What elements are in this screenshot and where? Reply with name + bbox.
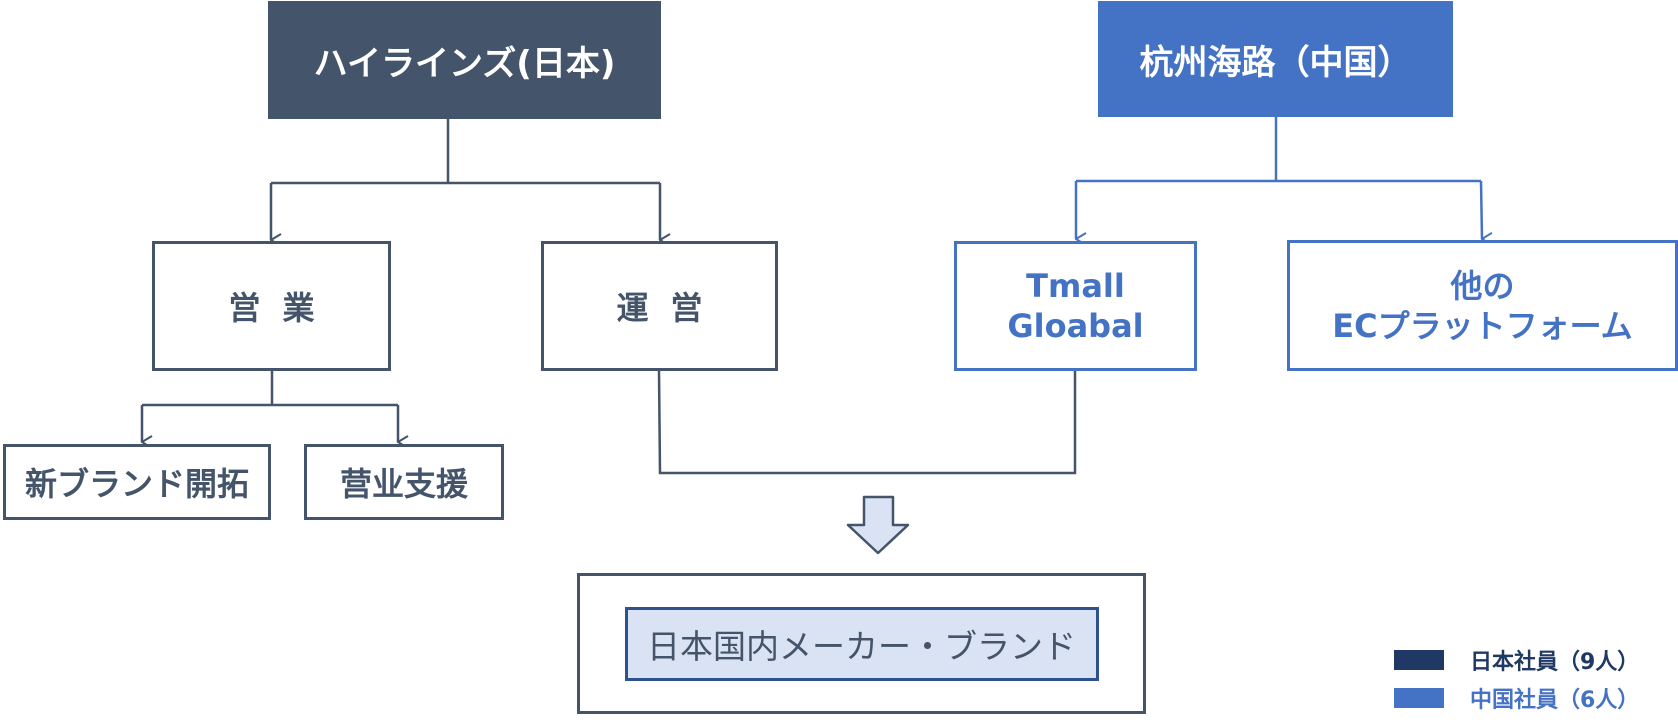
japan-company-header: ハイラインズ(日本) bbox=[268, 1, 661, 119]
legend-china-staff: 中国社員（6人） bbox=[1394, 682, 1639, 714]
other-ec-label-line1: 他の bbox=[1450, 266, 1515, 305]
sales-support-box: 营业支援 bbox=[304, 444, 504, 520]
china-tree-lines bbox=[1074, 117, 1482, 239]
new-brand-label: 新ブランド開拓 bbox=[24, 465, 249, 503]
legend-japan-staff: 日本社員（9人） bbox=[1394, 644, 1639, 676]
legend-label-japan: 日本社員（9人） bbox=[1470, 650, 1640, 675]
legend-swatch-china bbox=[1394, 688, 1444, 708]
japan-company-title: ハイラインズ(日本) bbox=[313, 43, 616, 84]
new-brand-box: 新ブランド開拓 bbox=[3, 444, 271, 520]
legend-label-china: 中国社員（6人） bbox=[1470, 688, 1640, 713]
target-outer-box: 日本国内メーカー・ブランド bbox=[577, 573, 1146, 714]
other-ec-label-line2: ECプラットフォーム bbox=[1332, 306, 1633, 345]
china-company-header: 杭州海路（中国） bbox=[1098, 1, 1453, 117]
tmall-global-box: Tmall Gloabal bbox=[954, 241, 1197, 371]
operations-division-box: 運営 bbox=[541, 241, 778, 371]
other-ec-platform-box: 他の ECプラットフォーム bbox=[1287, 240, 1678, 371]
sales-support-label: 营业支援 bbox=[339, 465, 468, 503]
china-company-title: 杭州海路（中国） bbox=[1139, 42, 1412, 83]
japan-tree-lines bbox=[140, 119, 1077, 475]
down-arrow-icon bbox=[846, 495, 910, 555]
target-inner-box: 日本国内メーカー・ブランド bbox=[624, 606, 1099, 681]
sales-division-box: 営業 bbox=[152, 241, 391, 371]
sales-division-label: 営業 bbox=[228, 289, 337, 327]
tmall-label-line1: Tmall bbox=[1026, 267, 1125, 305]
operations-division-label: 運営 bbox=[616, 289, 725, 327]
legend-swatch-japan bbox=[1394, 650, 1444, 670]
tmall-label-line2: Gloabal bbox=[1007, 307, 1144, 345]
target-label: 日本国内メーカー・ブランド bbox=[647, 626, 1076, 666]
